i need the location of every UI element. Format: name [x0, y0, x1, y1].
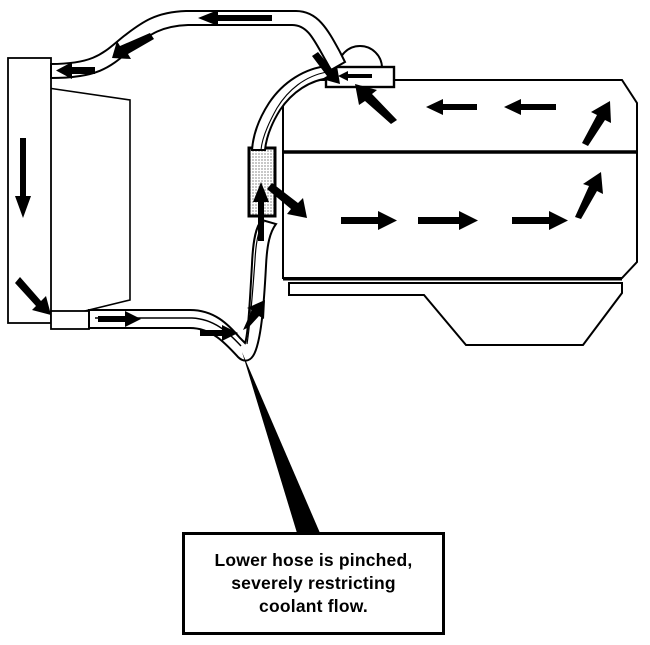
bypass-hose-outline	[250, 64, 332, 151]
radiator-tank	[7, 57, 52, 324]
arrow-radiator-cap-inlet	[338, 71, 372, 81]
flow-arrow-group	[15, 10, 611, 341]
cap-dome	[336, 45, 384, 69]
radiator-core-shroud	[47, 87, 131, 322]
arrow-lower-hose-rise	[243, 300, 265, 330]
arrow-upper-hose-into-radiator	[56, 62, 95, 79]
arrow-block-3	[512, 211, 568, 230]
arrow-head-2	[426, 99, 477, 115]
bypass-hose	[250, 64, 332, 151]
arrow-lower-hose-at-pinch	[200, 325, 238, 341]
oil-pan	[288, 282, 623, 346]
arrow-radiator-lower-descend	[15, 277, 51, 315]
arrow-block-to-head	[575, 172, 603, 219]
lower-hose-outline	[88, 218, 278, 362]
leader-wedge	[242, 352, 320, 533]
bypass-hose-crease	[260, 71, 328, 151]
lower-hose-radiator-stub	[50, 310, 90, 330]
callout-text: Lower hose is pinched, severely restrict…	[214, 549, 413, 617]
upper-hose-outline	[50, 10, 347, 80]
arrow-into-water-pump	[253, 182, 269, 241]
arrow-block-1	[341, 211, 397, 230]
arrow-pump-discharge	[267, 183, 307, 218]
arrow-radiator-upper-descend	[15, 138, 31, 218]
callout-box: Lower hose is pinched, severely restrict…	[182, 532, 445, 635]
radiator-assembly	[7, 57, 131, 324]
arrow-head-to-thermostat	[355, 84, 397, 124]
arrow-lower-hose-from-radiator	[98, 311, 141, 327]
arrow-block-2	[418, 211, 478, 230]
upper-radiator-hose	[50, 10, 347, 80]
arrow-head-rear-rise	[582, 101, 611, 146]
arrow-upper-hose-top-run	[198, 10, 272, 26]
arrow-upper-hose-midspan	[112, 33, 154, 59]
arrow-upper-hose-rise	[312, 52, 340, 84]
arrow-head-1	[504, 99, 556, 115]
